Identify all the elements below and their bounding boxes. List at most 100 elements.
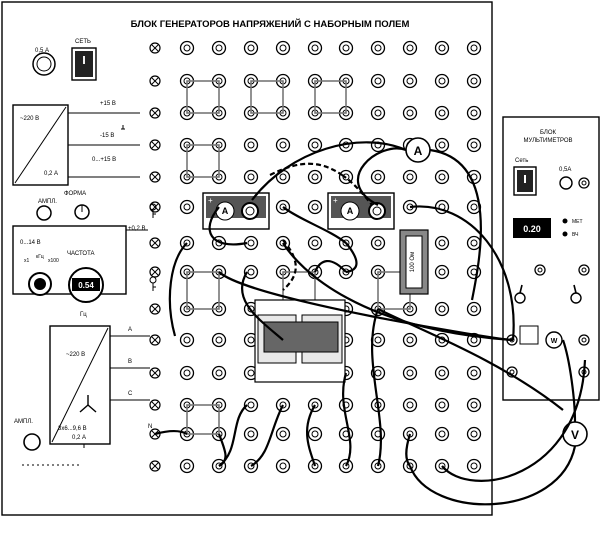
socket[interactable]: [179, 199, 195, 215]
gen-ampl-knob[interactable]: [36, 205, 52, 221]
socket[interactable]: [402, 365, 418, 381]
socket[interactable]: [149, 399, 161, 411]
socket[interactable]: [434, 426, 450, 442]
multimeter-socket[interactable]: [534, 264, 546, 276]
socket[interactable]: [370, 137, 386, 153]
socket[interactable]: [402, 169, 418, 185]
resistor-100-ohm[interactable]: 100 Ом: [399, 229, 429, 295]
external-ammeter[interactable]: A: [405, 137, 431, 163]
socket[interactable]: [370, 40, 386, 56]
socket[interactable]: [466, 235, 482, 251]
socket[interactable]: [307, 426, 323, 442]
socket[interactable]: [211, 332, 227, 348]
socket[interactable]: [370, 105, 386, 121]
socket[interactable]: [149, 42, 161, 54]
socket[interactable]: [179, 332, 195, 348]
key-icons: [149, 203, 157, 291]
socket[interactable]: [466, 105, 482, 121]
socket[interactable]: [243, 426, 259, 442]
socket[interactable]: [466, 40, 482, 56]
phase-a-label: А: [128, 327, 132, 333]
socket[interactable]: [466, 137, 482, 153]
socket[interactable]: [466, 365, 482, 381]
socket[interactable]: [370, 426, 386, 442]
socket[interactable]: [338, 40, 354, 56]
socket[interactable]: [370, 332, 386, 348]
wattmeter[interactable]: W: [519, 325, 563, 349]
socket[interactable]: [402, 332, 418, 348]
main-panel-title: БЛОК ГЕНЕРАТОРОВ НАПРЯЖЕНИЙ С НАБОРНЫМ П…: [131, 18, 410, 30]
multimeter-fuse[interactable]: [559, 176, 573, 190]
socket[interactable]: [179, 458, 195, 474]
socket[interactable]: [275, 426, 291, 442]
socket[interactable]: [275, 137, 291, 153]
socket-link: [186, 404, 220, 435]
socket[interactable]: [434, 105, 450, 121]
socket[interactable]: [466, 397, 482, 413]
socket[interactable]: [243, 397, 259, 413]
socket[interactable]: [466, 301, 482, 317]
socket[interactable]: [179, 365, 195, 381]
socket[interactable]: [307, 137, 323, 153]
socket[interactable]: [149, 367, 161, 379]
socket[interactable]: [307, 235, 323, 251]
socket[interactable]: [243, 264, 259, 280]
socket[interactable]: [243, 169, 259, 185]
socket[interactable]: [307, 40, 323, 56]
socket[interactable]: [149, 237, 161, 249]
socket[interactable]: [434, 235, 450, 251]
socket[interactable]: [179, 40, 195, 56]
phase-b-label: В: [128, 359, 132, 365]
socket[interactable]: [370, 73, 386, 89]
socket[interactable]: [149, 303, 161, 315]
external-voltmeter[interactable]: V: [562, 421, 588, 447]
socket[interactable]: [149, 75, 161, 87]
multimeter-title-1: БЛОК: [540, 130, 557, 136]
ammeter-module-2[interactable]: А +: [327, 192, 395, 230]
socket[interactable]: [434, 137, 450, 153]
socket[interactable]: [466, 458, 482, 474]
socket[interactable]: [243, 137, 259, 153]
socket[interactable]: [275, 458, 291, 474]
multimeter-socket[interactable]: [578, 177, 590, 189]
socket[interactable]: [211, 365, 227, 381]
socket[interactable]: [434, 365, 450, 381]
socket[interactable]: [275, 40, 291, 56]
socket[interactable]: [149, 201, 161, 213]
multimeter-socket[interactable]: [578, 334, 590, 346]
socket[interactable]: [434, 264, 450, 280]
multimeter-toggles[interactable]: [514, 284, 582, 304]
socket[interactable]: [338, 397, 354, 413]
multimeter-socket[interactable]: [578, 264, 590, 276]
socket[interactable]: [434, 73, 450, 89]
socket[interactable]: [149, 171, 161, 183]
ammeter-module-1[interactable]: А +: [202, 192, 270, 230]
three-phase-ampl-knob[interactable]: [23, 433, 41, 451]
socket[interactable]: [434, 397, 450, 413]
socket[interactable]: [370, 169, 386, 185]
socket[interactable]: [149, 266, 161, 278]
socket[interactable]: [149, 139, 161, 151]
socket[interactable]: [402, 105, 418, 121]
socket[interactable]: [466, 73, 482, 89]
socket[interactable]: [149, 334, 161, 346]
capacitor-box[interactable]: [254, 299, 346, 383]
socket[interactable]: [466, 169, 482, 185]
socket[interactable]: [434, 301, 450, 317]
socket[interactable]: [307, 169, 323, 185]
three-phase-input-label: ~220 В: [66, 352, 85, 358]
socket[interactable]: [434, 169, 450, 185]
socket[interactable]: [307, 199, 323, 215]
socket[interactable]: [243, 40, 259, 56]
socket[interactable]: [149, 107, 161, 119]
socket[interactable]: [402, 397, 418, 413]
socket[interactable]: [434, 40, 450, 56]
socket[interactable]: [402, 40, 418, 56]
socket[interactable]: [243, 332, 259, 348]
socket[interactable]: [211, 40, 227, 56]
socket[interactable]: [466, 199, 482, 215]
socket[interactable]: [370, 235, 386, 251]
socket[interactable]: [402, 73, 418, 89]
socket[interactable]: [466, 426, 482, 442]
socket[interactable]: [149, 460, 161, 472]
